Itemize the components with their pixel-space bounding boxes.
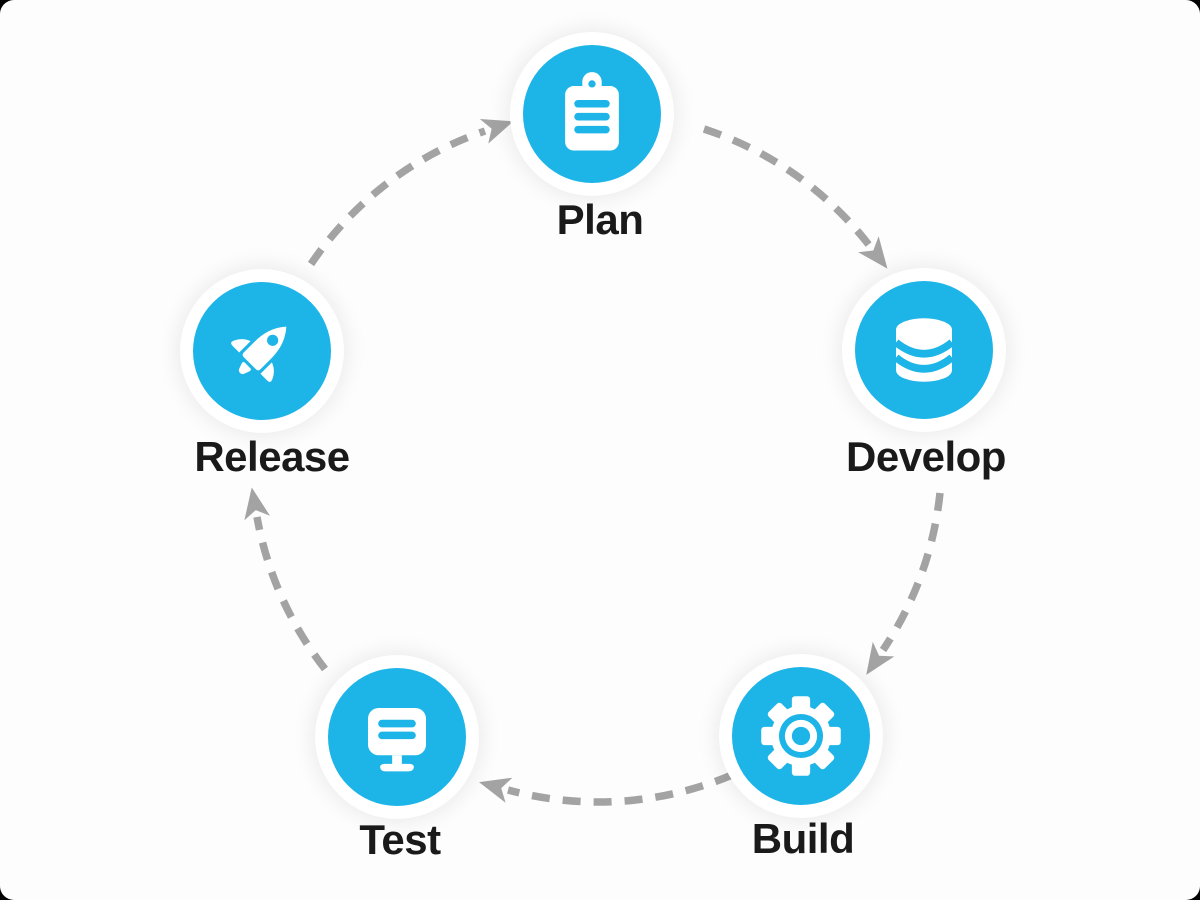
arrow-test-to-release [244, 487, 328, 672]
build-circle [732, 667, 870, 805]
rocket-icon [231, 326, 287, 382]
test-circle [328, 668, 466, 806]
clipboard-icon [565, 72, 619, 151]
arrow-plan-to-develop [702, 125, 888, 269]
test-label: Test [359, 816, 441, 863]
plan-label: Plan [556, 196, 644, 243]
arrow-release-to-plan [307, 119, 514, 267]
release-label: Release [194, 433, 350, 480]
arrow-develop-to-build [866, 492, 944, 675]
release-circle [193, 282, 331, 420]
develop-circle [855, 281, 993, 419]
database-icon [893, 318, 955, 382]
gear-icon [761, 696, 841, 776]
develop-label: Develop [846, 433, 1006, 480]
plan-circle [523, 45, 661, 183]
monitor-icon [367, 707, 427, 772]
arrow-build-to-test [479, 771, 734, 806]
build-label: Build [751, 815, 855, 862]
